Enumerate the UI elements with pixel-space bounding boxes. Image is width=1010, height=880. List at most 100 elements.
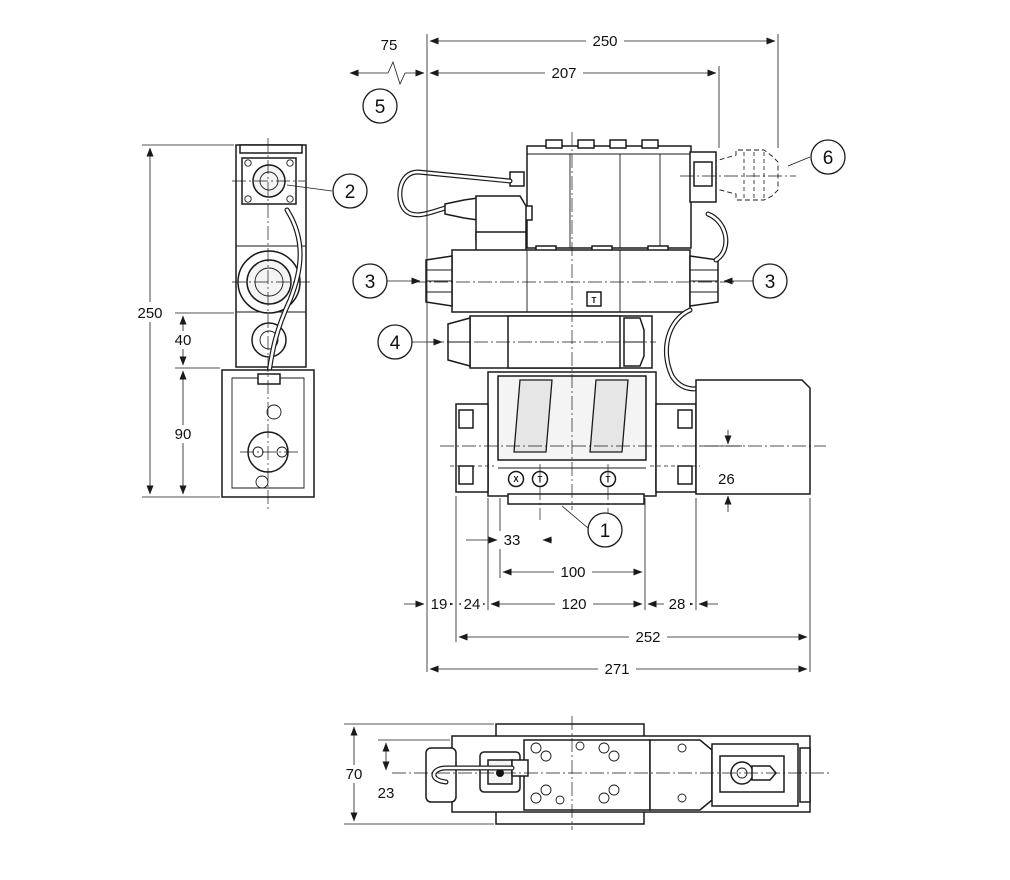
dim-252: 252: [635, 629, 660, 646]
front-view: T X T T: [349, 32, 846, 678]
screw: [286, 195, 294, 203]
dim-207: 207: [551, 65, 576, 82]
housing-side-plug: [693, 161, 713, 187]
plan-bolt: [555, 795, 565, 805]
plan-left-nut: [425, 747, 457, 803]
bolt: [677, 409, 693, 429]
dim-90: 90: [175, 426, 192, 443]
housing-tab: [577, 139, 595, 149]
plan-cable-inner: [432, 766, 514, 784]
side-solenoid-core: [246, 259, 292, 305]
side-pilot-ring: [259, 330, 279, 350]
dim-250-top: 250: [592, 33, 617, 50]
label-bg: [545, 64, 583, 82]
plan-bolt: [530, 742, 542, 754]
balloon-5: [362, 88, 398, 124]
top-cable-inner: [398, 170, 512, 217]
dim-28: 28: [669, 596, 686, 613]
screw: [286, 159, 294, 167]
dim-100: 100: [560, 564, 585, 581]
side-cable-gland: [257, 373, 281, 385]
dim-250-left: 250: [137, 305, 162, 322]
dim-75: 75: [381, 37, 398, 54]
plan-right-end: [799, 747, 811, 803]
plan-bolt: [598, 742, 610, 754]
leader-2: [286, 184, 333, 192]
plan-bolt: [677, 793, 687, 803]
bolt: [458, 465, 474, 485]
label-bg: [586, 32, 624, 50]
screw: [244, 159, 252, 167]
label-bg: [554, 563, 592, 581]
dim-120: 120: [561, 596, 586, 613]
label-bg: [338, 765, 368, 783]
port-t1-label: T: [538, 475, 543, 484]
balloon-1-label: 1: [600, 521, 611, 542]
spool-chamber: [589, 379, 629, 453]
label-bg: [461, 595, 483, 613]
plan-valve-top: [523, 739, 651, 811]
dim-19: 19: [431, 596, 448, 613]
electronics-housing: [526, 145, 692, 249]
housing-tab: [609, 139, 627, 149]
dim-33: 33: [504, 532, 521, 549]
dim-70: 70: [346, 766, 363, 783]
leader-6: [787, 156, 811, 167]
plan-solenoid-dot: [496, 769, 504, 777]
label-bg: [629, 628, 667, 646]
label-bg: [170, 331, 196, 349]
dim-24: 24: [464, 596, 481, 613]
balloon-6-label: 6: [823, 148, 834, 169]
right-cable-upper-inner: [706, 212, 728, 262]
dim-40: 40: [175, 332, 192, 349]
label-bg: [170, 425, 196, 443]
plan-bolt: [530, 792, 542, 804]
balloon-6: [810, 139, 846, 175]
side-screw: [266, 404, 282, 420]
plan-bolt: [575, 741, 585, 751]
plan-bolt: [608, 784, 620, 796]
balloon-2-label: 2: [345, 182, 356, 203]
label-bg: [428, 595, 450, 613]
pilot-t-label: T: [592, 296, 597, 305]
housing-tab: [641, 139, 659, 149]
port-x-label: X: [513, 475, 519, 484]
dim-break: [387, 60, 406, 86]
balloon-1: [587, 512, 623, 548]
port-x: [507, 470, 525, 488]
balloon-4-label: 4: [390, 333, 401, 354]
main-valve-right-housing: [695, 379, 811, 495]
label-bg: [555, 595, 593, 613]
plan-housing: [649, 739, 713, 811]
screw: [244, 195, 252, 203]
ghost-connector: [711, 149, 779, 201]
balloon-3-right-label: 3: [765, 272, 776, 293]
bolt: [458, 409, 474, 429]
plan-view: 70 23: [338, 716, 830, 830]
solenoid-plug-base: [475, 231, 527, 253]
plan-plug-nose: [751, 765, 777, 781]
port-t2-label: T: [606, 475, 611, 484]
spool-chamber: [513, 379, 553, 453]
side-top-cap: [239, 144, 303, 154]
dim-26: 26: [718, 471, 735, 488]
side-view: 250 40 90 2: [134, 138, 368, 512]
balloon-3-left-label: 3: [365, 272, 376, 293]
plan-bolt: [540, 750, 552, 762]
bolt: [677, 465, 693, 485]
label-bg: [498, 531, 528, 549]
housing-plug: [509, 171, 525, 187]
balloon-2: [332, 173, 368, 209]
solenoid-plug-nose: [444, 197, 479, 221]
plan-bolt: [540, 784, 552, 796]
housing-tab: [545, 139, 563, 149]
dim-271: 271: [604, 661, 629, 678]
plan-bolt: [598, 792, 610, 804]
plan-bolt: [677, 743, 687, 753]
side-cable-inner: [266, 208, 302, 382]
pilot-t-port: [586, 291, 602, 307]
dim-23: 23: [378, 785, 395, 802]
leader-1: [561, 505, 589, 529]
mounting-plate: [507, 493, 645, 505]
